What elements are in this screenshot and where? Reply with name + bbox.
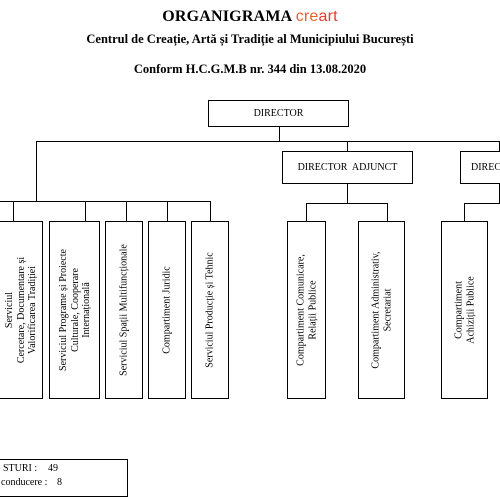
title-main: ORGANIGRAMA: [162, 8, 292, 25]
lead-label: conducere :: [1, 477, 48, 488]
department-label: Compartiment Administrativ, Secretariat: [370, 251, 393, 369]
connector-drop-6: [306, 203, 307, 221]
department-box: Compartiment Administrativ, Secretariat: [358, 221, 405, 399]
connector-right-horizontal: [464, 203, 500, 204]
connector-adjunct-down: [347, 184, 348, 204]
department-box: Serviciul Cercetare, Documentare și Valo…: [0, 221, 43, 399]
department-box: Serviciul Producție și Tehnic: [191, 221, 229, 399]
department-box: Serviciul Programe și Proiecte Culturale…: [49, 221, 100, 399]
department-label: Serviciul Spații Multifuncționale: [118, 244, 130, 376]
department-box: Compartiment Comunicare, Relații Publice: [287, 221, 326, 399]
connector-drop-2: [85, 201, 86, 221]
department-box: Serviciul Spații Multifuncționale: [105, 221, 143, 399]
connector-drop-3: [126, 201, 127, 221]
connector-drop-7: [387, 203, 388, 221]
connector-main-horizontal: [36, 141, 500, 142]
connector-director-down: [279, 127, 280, 141]
department-box: Compartiment Achiziții Publice: [441, 221, 488, 399]
connector-drop-1: [13, 201, 14, 221]
department-label: Serviciul Programe și Proiecte Culturale…: [57, 249, 92, 371]
director-adjunct-label: DIRECTOR ADJUNCT: [297, 162, 398, 173]
lead-value: 8: [57, 477, 62, 488]
posts-label: STURI :: [3, 463, 38, 474]
connector-drop-5: [210, 201, 211, 221]
director-partial-label: DIREC: [471, 162, 500, 173]
connector-drop-4: [167, 201, 168, 221]
director-adjunct-box: DIRECTOR ADJUNCT: [282, 151, 413, 184]
director-partial-box: DIREC: [460, 151, 500, 184]
legal-reference: Conform H.C.G.M.B nr. 344 din 13.08.2020: [133, 62, 367, 76]
director-box: DIRECTOR: [208, 100, 349, 127]
connector-drop-8: [464, 203, 465, 221]
director-label: DIRECTOR: [253, 108, 304, 119]
department-label: Serviciul Cercetare, Documentare și Valo…: [3, 256, 38, 364]
connector-adjunct-up: [347, 141, 348, 151]
connector-left-horizontal: [0, 201, 210, 202]
department-label: Compartiment Achiziții Publice: [453, 276, 476, 344]
posts-value: 49: [48, 463, 58, 474]
department-label: Compartiment Comunicare, Relații Publice: [295, 254, 318, 366]
staff-stats-box: STURI : 49 conducere : 8: [0, 459, 128, 497]
department-box: Compartiment Juridic: [148, 221, 186, 399]
chart-title: ORGANIGRAMA creart: [0, 8, 500, 26]
department-label: Compartiment Juridic: [161, 266, 173, 354]
department-label: Serviciul Producție și Tehnic: [204, 252, 216, 368]
chart-subtitle: Centrul de Creație, Artă și Tradiție al …: [86, 32, 414, 46]
connector-adjunct-horizontal: [306, 203, 388, 204]
connector-left-branch: [36, 141, 37, 202]
brand-logo-text: creart: [295, 8, 338, 25]
